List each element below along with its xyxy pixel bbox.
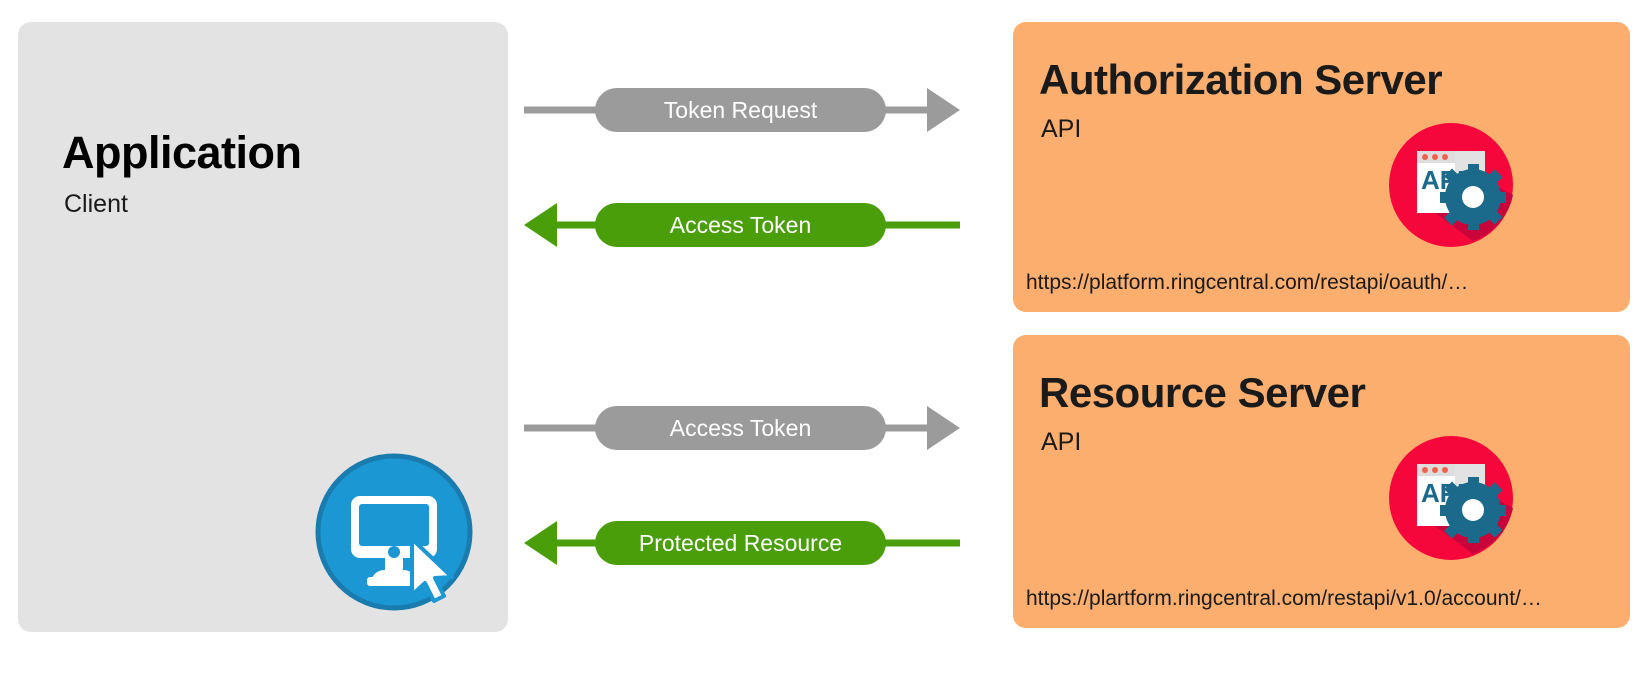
resource-server-title: Resource Server (1039, 369, 1366, 416)
authorization-server-subtitle: API (1041, 115, 1082, 143)
flow-label-token-request: Token Request (595, 88, 886, 132)
flow-token-request: Token Request (524, 88, 960, 132)
flow-protected-resource: Protected Resource (524, 521, 960, 565)
authorization-server-card: Authorization Server API API (1013, 22, 1630, 312)
api-gear-icon: API (1387, 121, 1515, 249)
arrowhead-left-icon (524, 203, 557, 247)
application-subtitle: Client (64, 190, 128, 218)
api-gear-icon: API (1387, 434, 1515, 562)
resource-server-url: https://plartform.ringcentral.com/restap… (1026, 587, 1542, 610)
flow-access-token-request: Access Token (524, 406, 960, 450)
flow-access-token-response: Access Token (524, 203, 960, 247)
resource-server-card: Resource Server API API (1013, 335, 1630, 628)
authorization-server-url: https://platform.ringcentral.com/restapi… (1026, 271, 1469, 294)
resource-server-subtitle: API (1041, 428, 1082, 456)
arrowhead-right-icon (927, 88, 960, 132)
authorization-server-title: Authorization Server (1039, 56, 1443, 103)
application-title: Application (62, 127, 302, 178)
flow-label-access-token-response: Access Token (595, 203, 886, 247)
flow-label-protected-resource: Protected Resource (595, 521, 886, 565)
arrowhead-left-icon (524, 521, 557, 565)
application-panel: Application Client (18, 22, 508, 632)
flow-label-access-token-request: Access Token (595, 406, 886, 450)
desktop-cursor-icon (315, 453, 473, 611)
arrowhead-right-icon (927, 406, 960, 450)
